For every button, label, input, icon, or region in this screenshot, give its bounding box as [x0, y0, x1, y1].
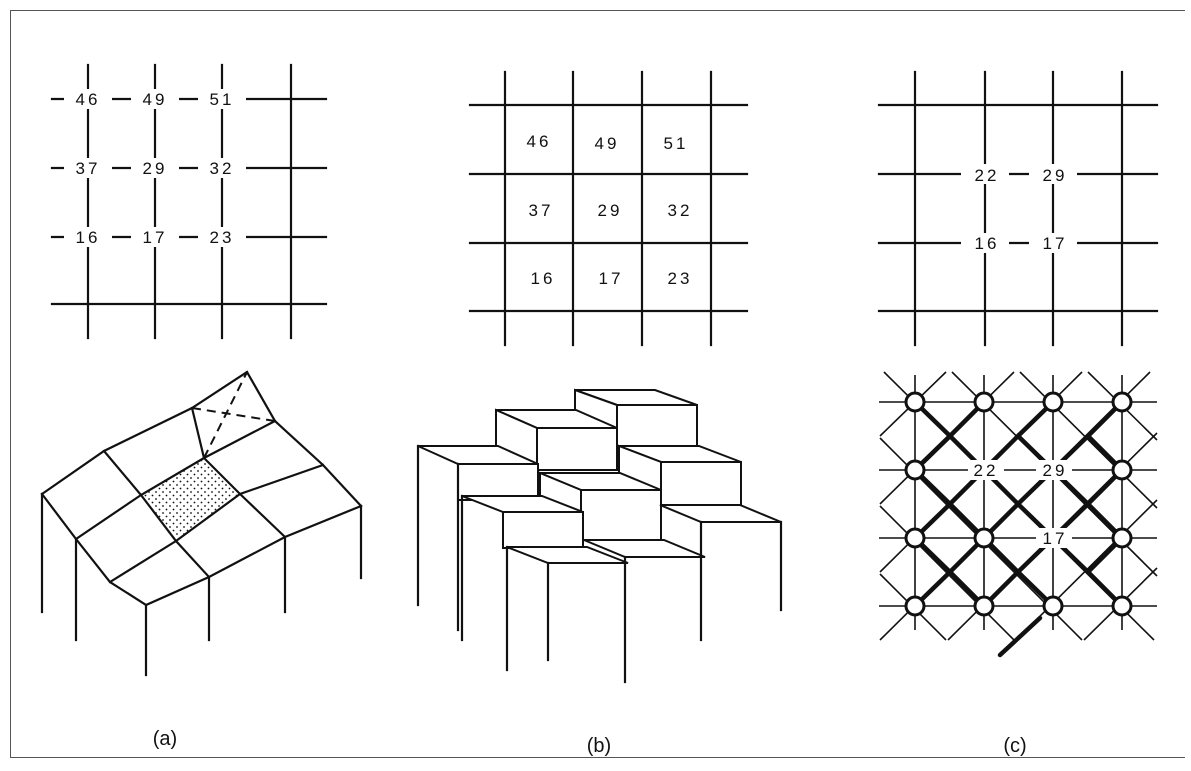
value-a-37: 37 — [76, 159, 101, 178]
panel-c-network: 22 29 17 — [879, 371, 1158, 658]
panel-c: 22 29 16 17 — [877, 70, 1159, 757]
panel-a: 46 49 51 37 29 32 16 17 23 — [40, 63, 363, 750]
value-c-22: 22 — [975, 166, 1000, 185]
panel-a-values: 46 49 51 37 29 32 16 17 23 — [64, 89, 246, 247]
network-label-29: 29 — [1043, 461, 1068, 480]
value-a-51: 51 — [210, 90, 235, 109]
value-b-29: 29 — [598, 201, 623, 220]
caption-b: (b) — [587, 735, 611, 757]
value-c-29: 29 — [1043, 166, 1068, 185]
value-a-17: 17 — [143, 228, 168, 247]
caption-a: (a) — [153, 728, 177, 750]
value-a-49: 49 — [143, 90, 168, 109]
value-a-32: 32 — [210, 159, 235, 178]
value-b-17: 17 — [599, 269, 624, 288]
network-label-17: 17 — [1043, 529, 1068, 548]
value-b-46: 46 — [527, 132, 552, 151]
value-b-32: 32 — [668, 201, 693, 220]
value-a-16: 16 — [76, 228, 101, 247]
panel-c-grid — [877, 70, 1159, 347]
panel-b-grid — [468, 70, 749, 347]
panel-b: 46 49 51 37 29 32 16 17 23 — [416, 70, 783, 757]
value-a-29: 29 — [143, 159, 168, 178]
panel-b-values: 46 49 51 37 29 32 16 17 23 — [527, 132, 693, 288]
value-a-23: 23 — [210, 228, 235, 247]
caption-c: (c) — [1003, 735, 1026, 757]
value-b-16: 16 — [531, 269, 556, 288]
network-label-22: 22 — [974, 461, 999, 480]
figure-frame — [10, 10, 1185, 758]
value-b-51: 51 — [664, 134, 689, 153]
value-b-23: 23 — [668, 269, 693, 288]
panel-b-blocks — [416, 388, 783, 684]
value-b-37: 37 — [529, 201, 554, 220]
value-c-17: 17 — [1043, 234, 1068, 253]
network-nodes — [904, 391, 1133, 617]
panel-a-surface — [40, 370, 363, 677]
value-a-46: 46 — [76, 90, 101, 109]
panel-c-values: 22 29 16 17 — [961, 164, 1077, 253]
value-b-49: 49 — [595, 134, 620, 153]
value-c-16: 16 — [975, 234, 1000, 253]
